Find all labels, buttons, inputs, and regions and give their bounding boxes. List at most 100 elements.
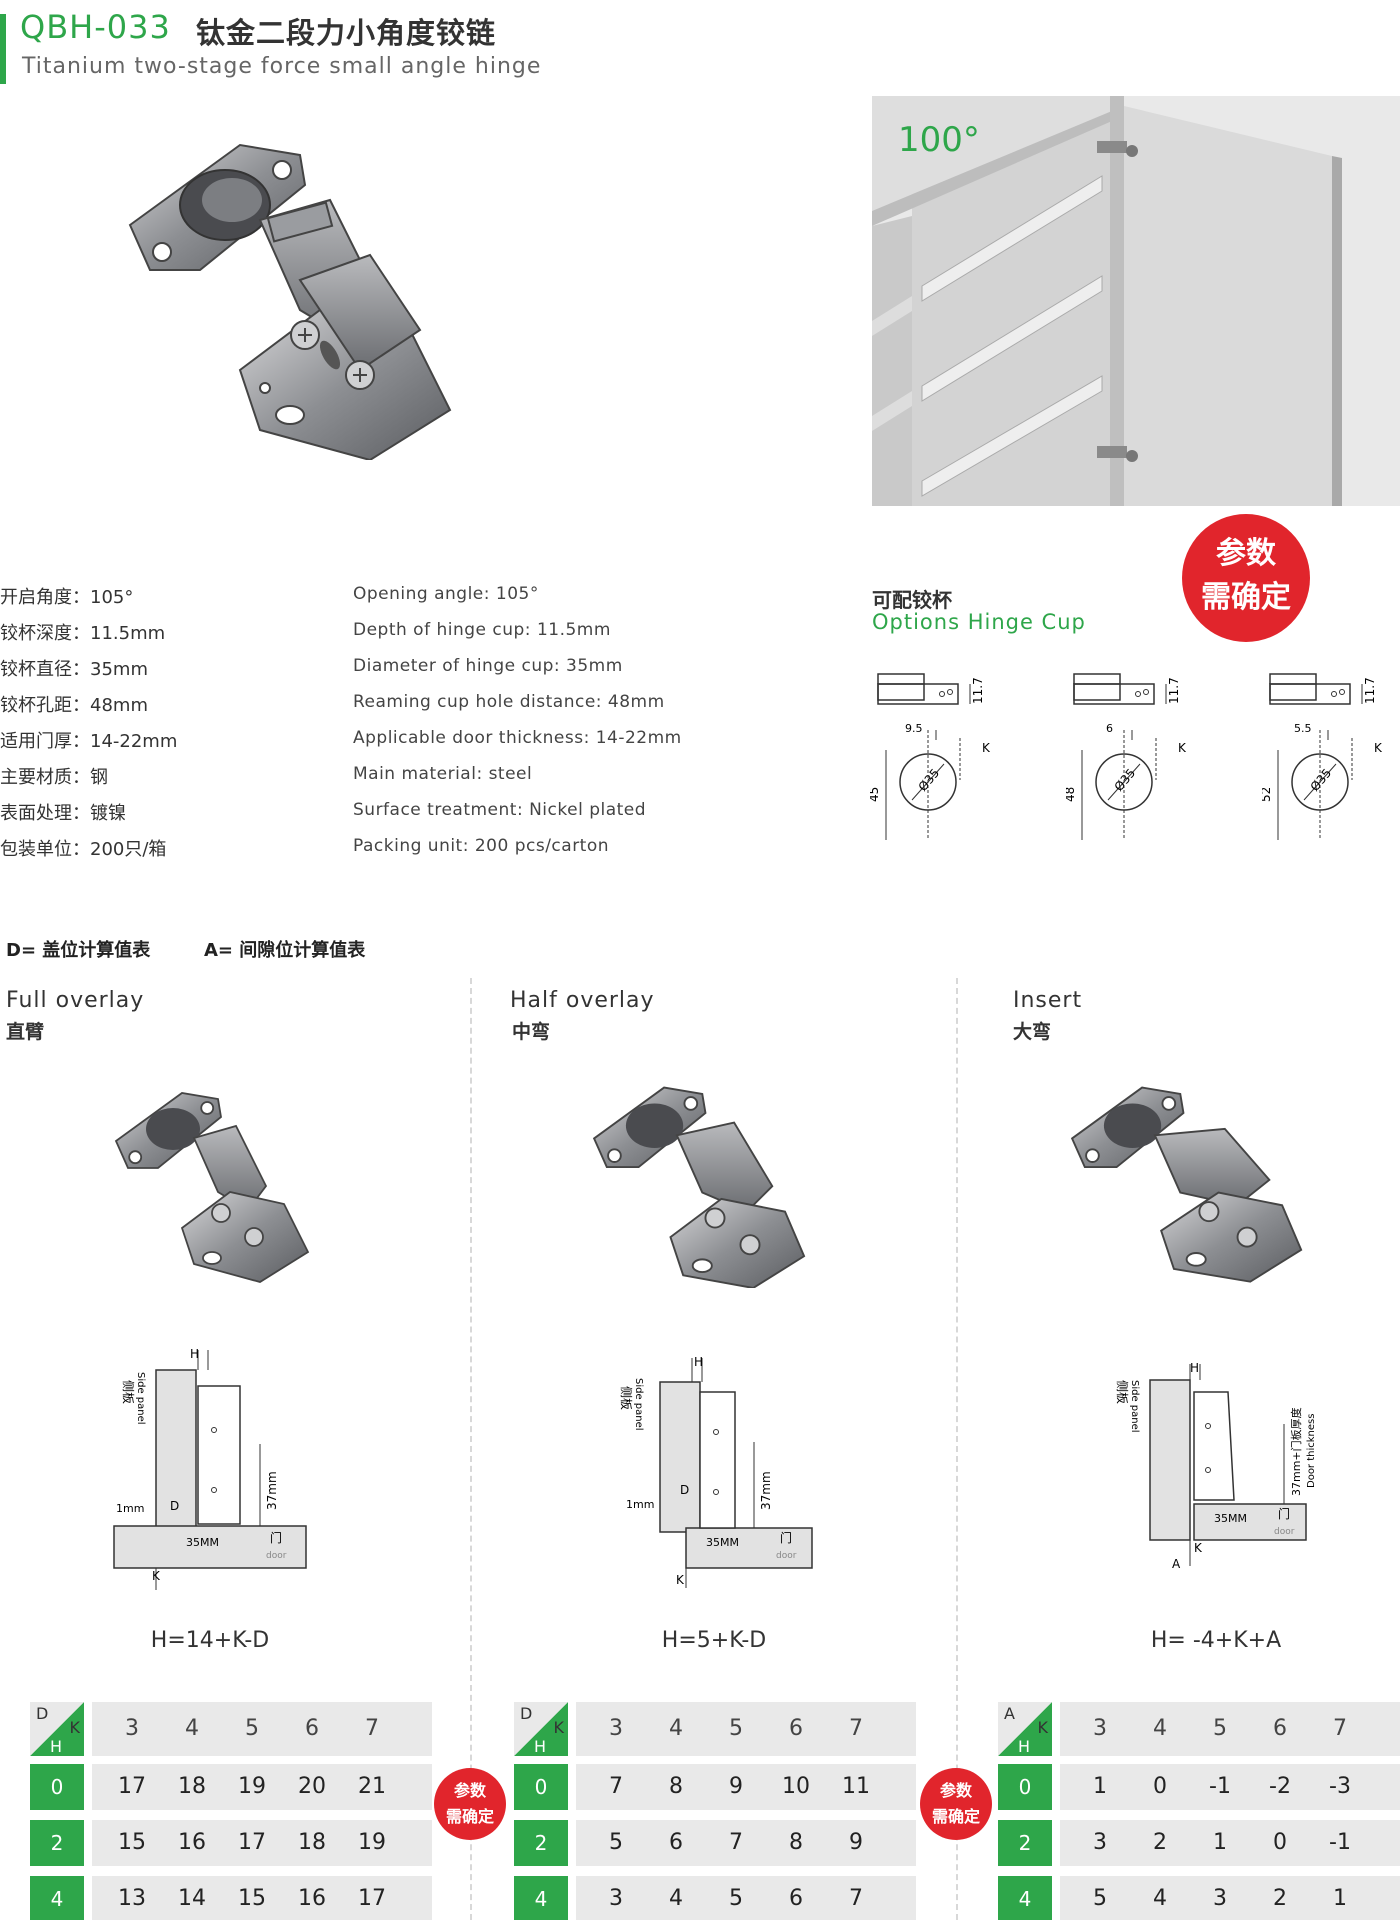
table-cell: -3 [1329, 1774, 1351, 1799]
table-row: 3 2 1 0 -1 [1060, 1820, 1400, 1866]
full-overlay-hinge-image [114, 1092, 310, 1283]
full-diagram-dim: 37mm [265, 1471, 279, 1510]
table-cell: 19 [238, 1774, 266, 1799]
half-diagram-dim: 37mm [759, 1471, 773, 1510]
insert-hinge-image [1070, 1086, 1303, 1283]
k-header-row: 3 4 5 6 7 [576, 1702, 916, 1756]
spec-en-0: Opening angle: 105° [353, 584, 539, 604]
k-value: 6 [1273, 1716, 1287, 1741]
corner-k-label: K [1037, 1718, 1049, 1737]
table-cell: 5 [609, 1830, 623, 1855]
table-cell: 18 [298, 1830, 326, 1855]
h-value: 2 [514, 1820, 568, 1866]
full-diagram-door-en: door [266, 1551, 287, 1561]
insert-diagram-cup: 35MM [1214, 1512, 1247, 1525]
k-value: 6 [305, 1716, 319, 1741]
hinge-cup-drawing-1: 11.7 Ø35 45 9.5 K [870, 673, 991, 840]
half-diagram-door-en: door [776, 1551, 797, 1561]
table-row: 1 0 -1 -2 -3 [1060, 1764, 1400, 1810]
h-value: 4 [514, 1876, 568, 1920]
cup1-hole-distance: 45 [870, 787, 881, 802]
full-diagram-side-en: Side panel [135, 1372, 146, 1425]
product-title-en: Titanium two-stage force small angle hin… [22, 54, 542, 79]
corner-a-label: A [1004, 1704, 1015, 1723]
table-cell: 9 [849, 1830, 863, 1855]
table-cell: 17 [238, 1830, 266, 1855]
cup3-k: K [1374, 741, 1383, 755]
table-row: 5 6 7 8 9 [576, 1820, 916, 1866]
table-cell: 20 [298, 1774, 326, 1799]
table-cell: 11 [842, 1774, 870, 1799]
spec-en-1: Depth of hinge cup: 11.5mm [353, 620, 611, 640]
cup2-k: K [1178, 741, 1187, 755]
k-value: 7 [849, 1716, 863, 1741]
table-cell: 5 [729, 1886, 743, 1911]
full-diagram-k: K [152, 1569, 161, 1583]
spec-cn-6: 表面处理：镀镍 [0, 803, 126, 824]
table-cell: 6 [669, 1830, 683, 1855]
table-cell: -1 [1329, 1830, 1351, 1855]
full-overlay-title-en: Full overlay [6, 988, 145, 1013]
corner-h-label: H [1018, 1737, 1031, 1756]
spec-cn-3: 铰杯孔距：48mm [0, 695, 148, 716]
half-overlay-hinge-image [592, 1086, 806, 1288]
k-value: 5 [1213, 1716, 1227, 1741]
spec-cn-7: 包装单位：200只/箱 [0, 839, 167, 860]
corner-h-label: H [534, 1737, 547, 1756]
k-header-row: 3 4 5 6 7 [1060, 1702, 1400, 1756]
parameter-confirm-badge: 参数 需确定 [1182, 514, 1310, 642]
table-row: 17 18 19 20 21 [92, 1764, 432, 1810]
spec-cn-4: 适用门厚：14-22mm [0, 731, 178, 752]
half-diagram-side-en: Side panel [633, 1378, 644, 1431]
corner-h-label: H [50, 1737, 63, 1756]
half-diagram-door-cn: 门 [780, 1530, 792, 1545]
half-diagram-h: H [694, 1355, 703, 1369]
spec-en-7: Packing unit: 200 pcs/carton [353, 836, 610, 856]
spec-en-5: Main material: steel [353, 764, 533, 784]
h-value: 2 [30, 1820, 84, 1866]
k-header-row: 3 4 5 6 7 [92, 1702, 432, 1756]
table-cell: 9 [729, 1774, 743, 1799]
h-value: 0 [998, 1764, 1052, 1810]
k-value: 4 [185, 1716, 199, 1741]
hinge-cup-title-en: Options Hinge Cup [872, 610, 1086, 634]
spec-cn-5: 主要材质：钢 [0, 767, 108, 788]
title-accent-bar [0, 14, 6, 84]
insert-diagram-door-cn: 门 [1278, 1506, 1290, 1521]
k-value: 4 [669, 1716, 683, 1741]
hinge-product-image [128, 143, 452, 460]
corner-d-label: D [520, 1704, 533, 1723]
insert-diagram-side-en: Side panel [1129, 1380, 1140, 1433]
table-cell: 16 [178, 1830, 206, 1855]
spec-en-2: Diameter of hinge cup: 35mm [353, 656, 623, 676]
table-cell: 5 [1093, 1886, 1107, 1911]
cup3-offset: 5.5 [1294, 722, 1312, 735]
k-value: 5 [729, 1716, 743, 1741]
table-cell: 15 [238, 1886, 266, 1911]
column-divider-1 [470, 978, 472, 1920]
half-diagram-side-cn: 侧板 [620, 1386, 633, 1410]
table-cell: 3 [1213, 1886, 1227, 1911]
half-diagram-k: K [676, 1573, 685, 1587]
k-value: 4 [1153, 1716, 1167, 1741]
table-cell: 0 [1273, 1830, 1287, 1855]
table-corner-header: A K H [998, 1702, 1052, 1756]
h-value: 2 [998, 1820, 1052, 1866]
full-diagram-gap: 1mm [116, 1502, 144, 1515]
table-cell: 7 [849, 1886, 863, 1911]
table-cell: 1 [1333, 1886, 1347, 1911]
h-value: 0 [30, 1764, 84, 1810]
badge-line-1: 参数 [453, 1781, 486, 1800]
table-cell: 1 [1213, 1830, 1227, 1855]
cup2-hole-distance: 48 [1066, 787, 1077, 802]
insert-formula: H= -4+K+A [1150, 1628, 1282, 1653]
table-cell: 2 [1273, 1886, 1287, 1911]
parameter-confirm-badge-2: 参数 需确定 [920, 1768, 992, 1840]
hinge-cup-drawing-2: 11.7 Ø35 48 6 K [1066, 673, 1187, 840]
table-cell: 8 [669, 1774, 683, 1799]
product-title-cn: 钛金二段力小角度铰链 [196, 16, 497, 50]
full-diagram-h: H [190, 1347, 199, 1361]
table-cell: 4 [669, 1886, 683, 1911]
half-diagram-gap: 1mm [626, 1498, 654, 1511]
spec-cn-2: 铰杯直径：35mm [0, 659, 148, 680]
